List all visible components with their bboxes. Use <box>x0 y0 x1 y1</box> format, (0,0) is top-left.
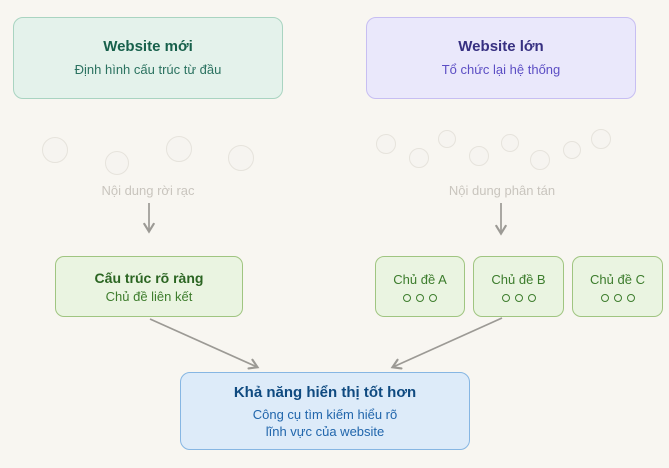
topic-dots <box>403 293 437 302</box>
scatter-circle <box>469 146 489 166</box>
diagonal-arrow-right-icon <box>390 317 503 370</box>
outcome-subtitle-line1: Công cụ tìm kiếm hiểu rõ <box>252 406 398 422</box>
visibility-outcome-card: Khả năng hiển thị tốt hơn Công cụ tìm ki… <box>180 372 470 450</box>
topic-dot-icon <box>429 293 437 302</box>
visibility-outcome-subtitle: Công cụ tìm kiếm hiểu rõ lĩnh vực của we… <box>253 406 398 440</box>
scatter-circle <box>166 136 192 162</box>
diagonal-arrow-left-icon <box>149 318 260 370</box>
scatter-circle <box>228 145 254 171</box>
topic-dot-icon <box>416 293 424 302</box>
scattered-content-label: Nội dung rời rạc <box>101 183 195 198</box>
scatter-circle <box>501 134 519 152</box>
clear-structure-title: Cấu trúc rõ ràng <box>94 269 204 286</box>
topic-dot-icon <box>501 293 510 302</box>
large-website-card: Website lớn Tổ chức lại hệ thống <box>366 17 636 99</box>
outcome-subtitle-line2: lĩnh vực của website <box>265 423 385 439</box>
topic-card-c: Chủ đề C <box>572 256 663 317</box>
topic-card-b-label: Chủ đề B <box>491 271 546 287</box>
scatter-circle <box>591 129 611 149</box>
topic-dot-icon <box>613 293 622 302</box>
topic-dot-icon <box>403 293 411 302</box>
clear-structure-card: Cấu trúc rõ ràng Chủ đề liên kết <box>55 256 243 317</box>
topic-dot-icon <box>527 293 536 302</box>
new-website-title: Website mới <box>103 38 193 55</box>
topic-card-a: Chủ đề A <box>375 256 465 317</box>
scatter-circle <box>42 137 68 163</box>
clear-structure-subtitle: Chủ đề liên kết <box>105 288 193 304</box>
topic-dots <box>600 293 635 302</box>
scatter-circle <box>105 151 129 175</box>
topic-dots <box>501 293 536 302</box>
scatter-circle <box>438 130 456 148</box>
topic-dot-icon <box>514 293 523 302</box>
new-website-subtitle: Định hình cấu trúc từ đầu <box>74 62 222 77</box>
scatter-circle <box>563 141 581 159</box>
topic-card-b: Chủ đề B <box>473 256 564 317</box>
large-website-subtitle: Tổ chức lại hệ thống <box>441 62 561 77</box>
visibility-outcome-title: Khả năng hiển thị tốt hơn <box>233 383 417 401</box>
topic-dot-icon <box>626 293 635 302</box>
topic-card-a-label: Chủ đề A <box>393 271 447 287</box>
topic-card-c-label: Chủ đề C <box>590 271 645 287</box>
scatter-circle <box>530 150 550 170</box>
new-website-card: Website mới Định hình cấu trúc từ đầu <box>13 17 283 99</box>
topic-dot-icon <box>600 293 609 302</box>
scatter-circle <box>409 148 429 168</box>
large-website-title: Website lớn <box>458 38 544 55</box>
scatter-circle <box>376 134 396 154</box>
dispersed-content-label: Nội dung phân tán <box>448 183 556 198</box>
